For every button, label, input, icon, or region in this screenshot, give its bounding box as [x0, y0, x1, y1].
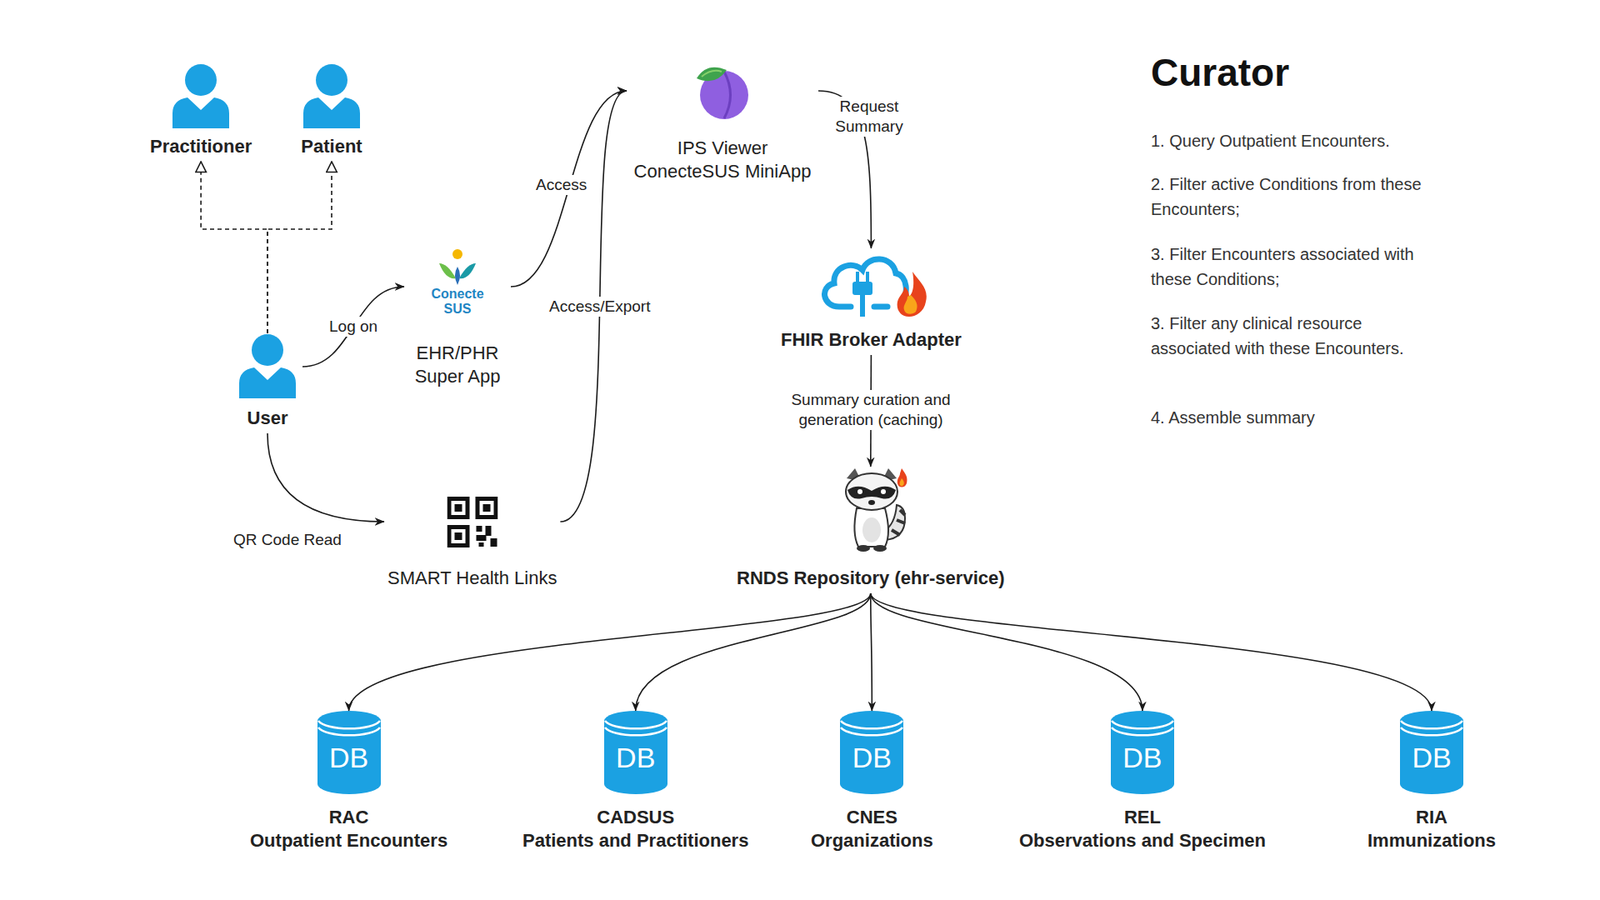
edge-label: Request Summary [829, 96, 910, 137]
icon-slot [833, 466, 909, 554]
logo-text: Conecte SUS [428, 286, 487, 317]
node-box: FHIR Broker Adapter [777, 248, 965, 355]
plum-icon [696, 67, 749, 120]
generalization-line [267, 161, 332, 334]
db-name: RIA [1415, 805, 1448, 830]
step-note: 3. Filter Encounters associated with the… [1150, 241, 1435, 292]
db-description: Outpatient Encounters [250, 829, 448, 853]
node-box: Conecte SUS EHR/PHR Super App [404, 248, 511, 392]
icon-slot: DB [1400, 710, 1464, 795]
node-box: Patient [296, 63, 367, 162]
generalization-line [200, 161, 268, 334]
icon-slot [814, 248, 929, 317]
db-mark: DB [840, 740, 904, 775]
icon-slot [432, 248, 483, 287]
panel-heading: Curator [1150, 50, 1290, 95]
service-label: FHIR Broker Adapter [780, 328, 962, 352]
actor-label: Patient [300, 135, 362, 159]
flow-arrow [302, 286, 405, 367]
flow-arrow [870, 593, 873, 711]
node-box: DB RIAImmunizations [1364, 710, 1500, 856]
repository-label: RNDS Repository (ehr-service) [736, 566, 1005, 590]
node-box: DB RELObservations and Specimen [1015, 710, 1270, 856]
database-cylinder [604, 710, 668, 795]
db-name: REL [1124, 805, 1161, 830]
node-box: RNDS Repository (ehr-service) [733, 466, 1009, 594]
db-name: CNES [846, 805, 898, 830]
db-name: RAC [329, 805, 370, 830]
icon-slot [300, 63, 364, 129]
icon-slot: DB [604, 710, 668, 795]
db-description: Organizations [810, 829, 934, 853]
node-box: IPS Viewer ConecteSUS MiniApp [626, 61, 819, 187]
icon-slot [693, 61, 752, 120]
database-cylinder [1110, 710, 1175, 795]
icon-slot: DB [317, 710, 381, 795]
db-description: Observations and Specimen [1019, 829, 1266, 853]
db-description: Immunizations [1367, 829, 1496, 853]
icon-slot [446, 496, 498, 548]
step-note: 1. Query Outpatient Encounters. [1150, 128, 1435, 154]
qr-icon [449, 499, 498, 548]
edge-label: Access [533, 175, 590, 195]
db-name: CADSUS [596, 805, 675, 830]
db-mark: DB [1400, 740, 1464, 775]
actor-label: User [247, 406, 289, 430]
raccoon-icon [845, 468, 908, 552]
edge-label: Log on [326, 316, 380, 337]
link-label: SMART Health Links [387, 566, 557, 590]
edge-label: Access/Export [546, 296, 653, 317]
step-note: 4. Assemble summary [1150, 405, 1435, 430]
database-cylinder [317, 710, 381, 795]
edge-label: Summary curation and generation (caching… [772, 390, 970, 430]
app-logo [439, 249, 476, 285]
person-icon [303, 64, 360, 129]
app-label: IPS Viewer ConecteSUS MiniApp [630, 136, 815, 184]
icon-slot [169, 63, 233, 129]
node-box: DB CADSUSPatients and Practitioners [519, 710, 752, 856]
edge-label: QR Code Read [230, 530, 345, 550]
flow-arrow [267, 433, 385, 522]
node-box: SMART Health Links [384, 496, 560, 594]
person-icon [239, 334, 296, 399]
step-note: 2. Filter active Conditions from these E… [1150, 171, 1435, 222]
flow-arrow [349, 593, 871, 711]
node-box: DB CNESOrganizations [807, 710, 937, 856]
broker-icon [825, 259, 927, 317]
flow-arrow [870, 593, 1432, 711]
db-mark: DB [604, 740, 668, 775]
database-cylinder [840, 710, 904, 795]
node-box: Practitioner [146, 63, 255, 162]
node-box: DB RACOutpatient Encounters [246, 710, 451, 856]
db-description: Patients and Practitioners [522, 829, 749, 853]
flow-arrow [635, 593, 871, 711]
person-icon [172, 64, 230, 129]
step-note: 3. Filter any clinical resource associat… [1150, 310, 1435, 361]
db-mark: DB [317, 740, 381, 775]
database-cylinder [1400, 710, 1464, 795]
db-mark: DB [1110, 740, 1175, 775]
icon-slot: DB [840, 710, 904, 795]
node-box: User [232, 333, 303, 434]
actor-label: Practitioner [150, 135, 252, 159]
icon-slot: DB [1110, 710, 1175, 795]
icon-slot [235, 333, 300, 399]
app-label: EHR/PHR Super App [407, 341, 508, 389]
